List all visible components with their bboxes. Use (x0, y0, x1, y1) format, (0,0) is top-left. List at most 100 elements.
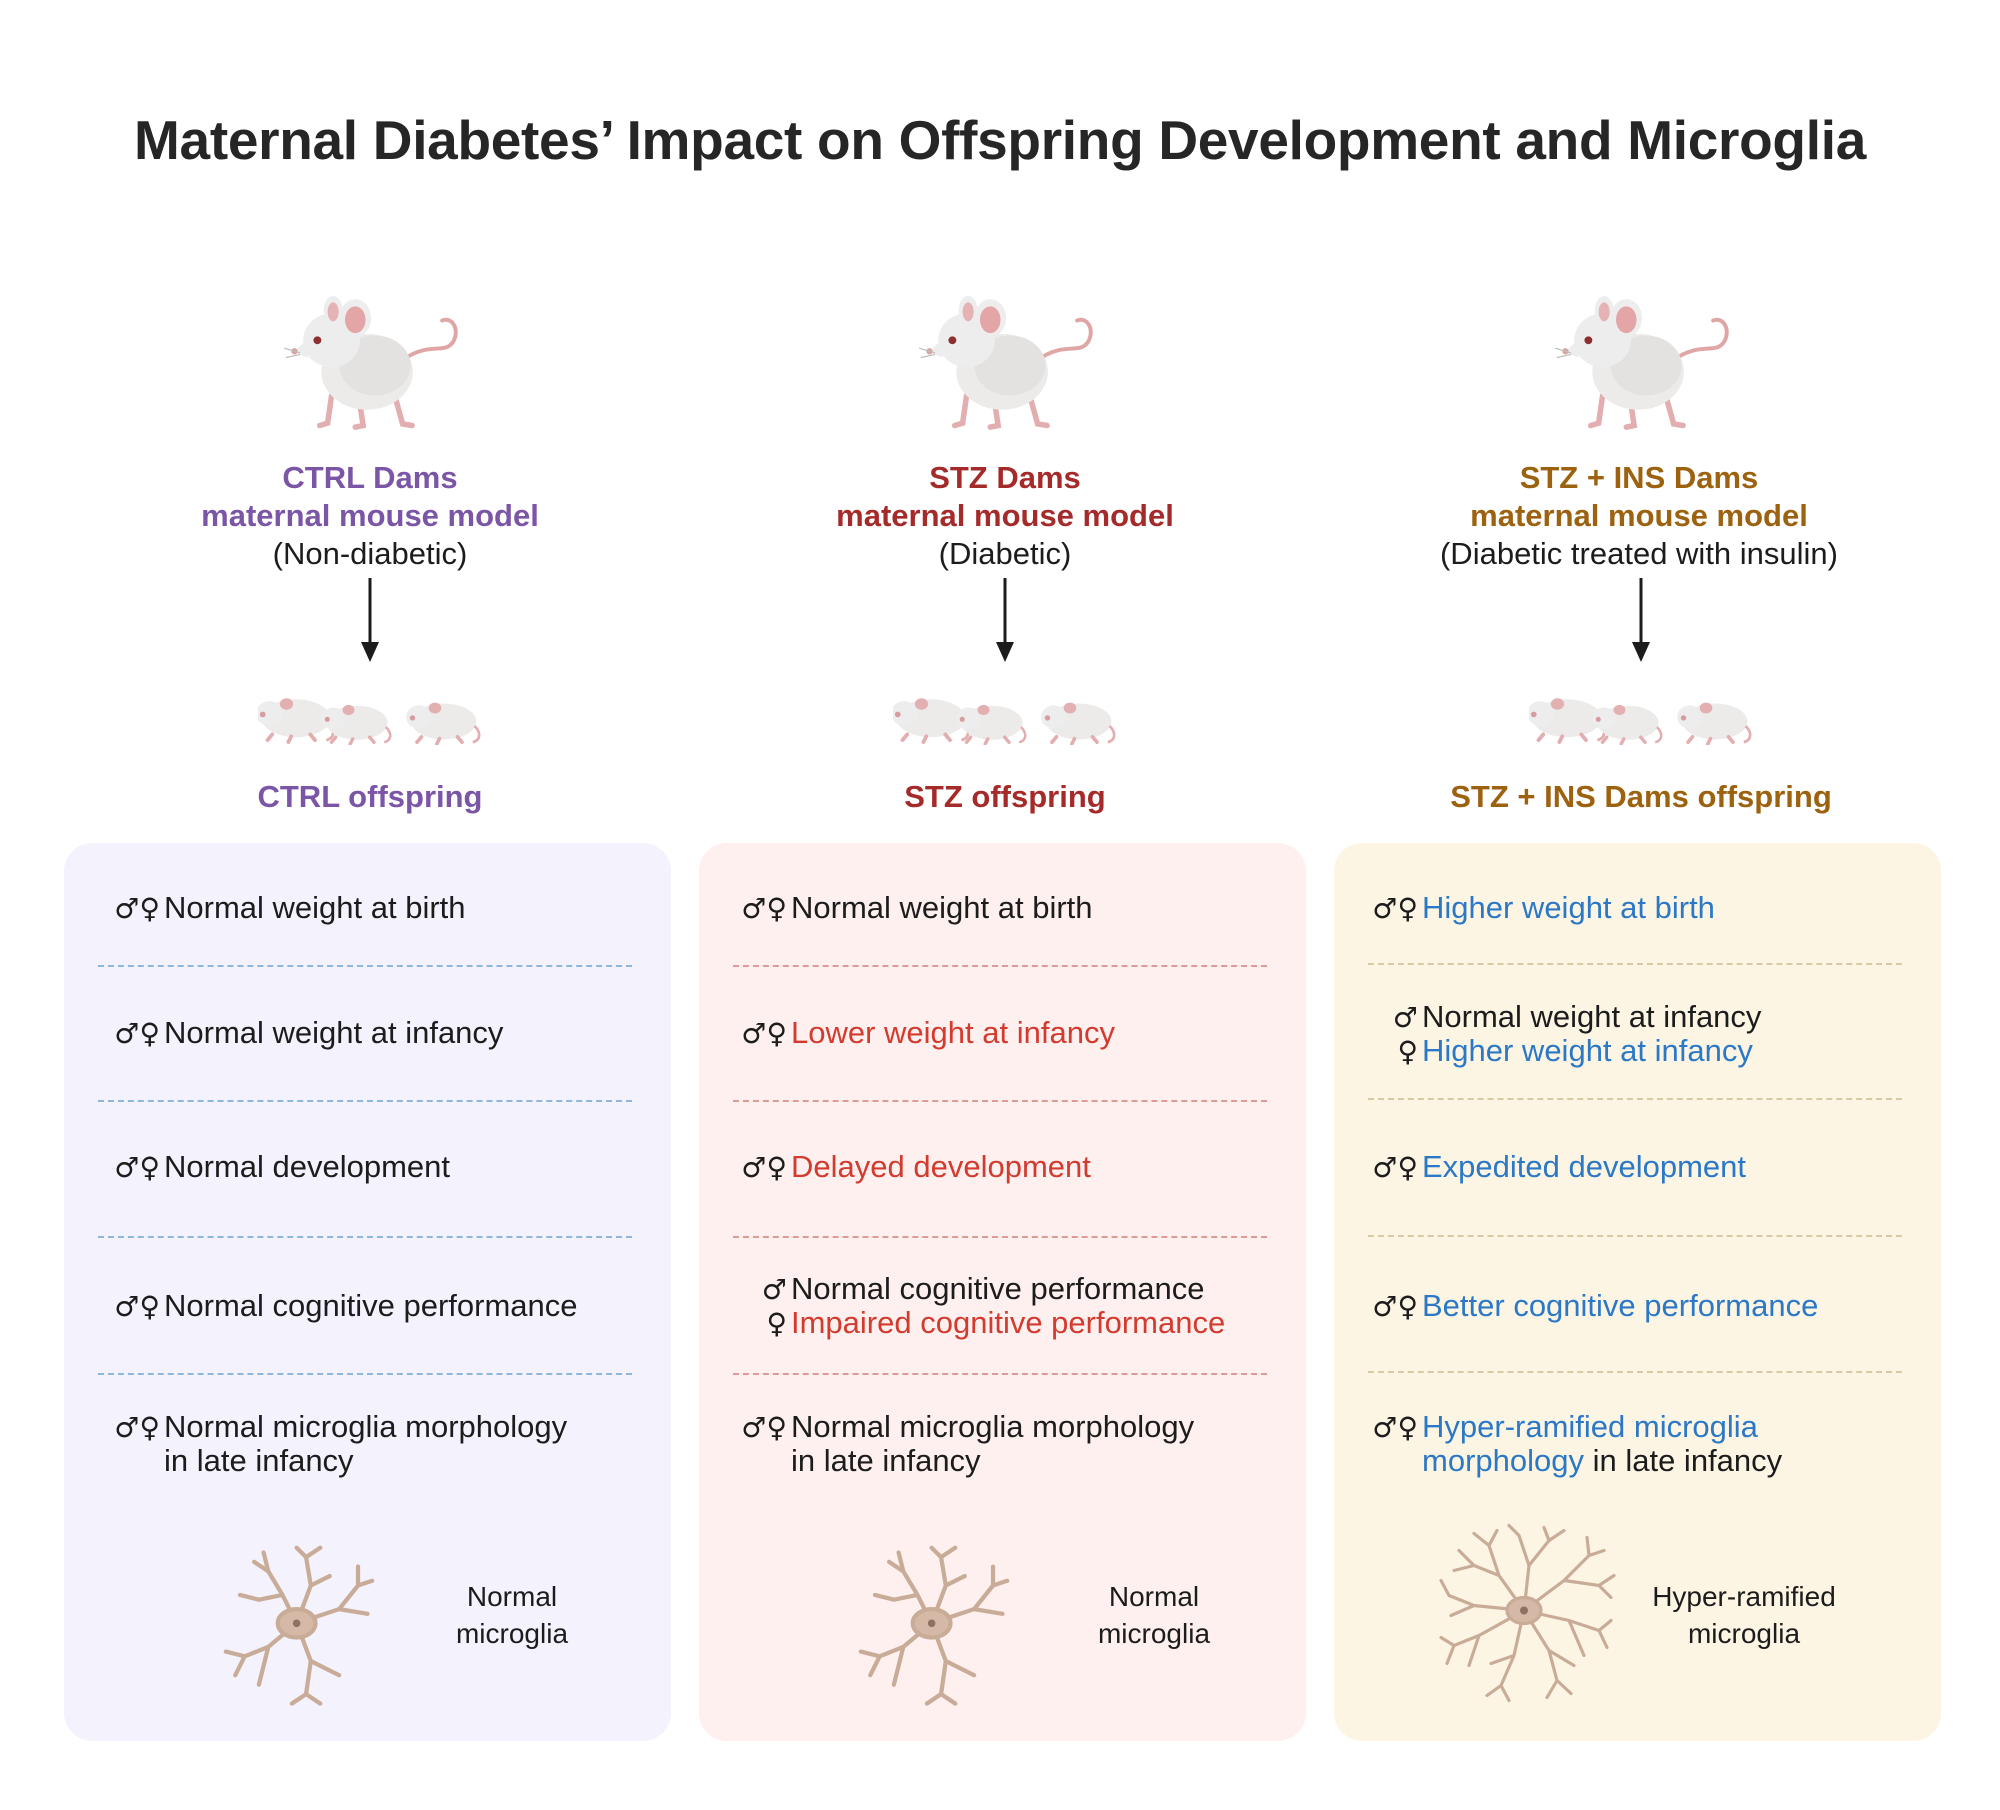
male-female-symbol: ♂♀ (1372, 1290, 1418, 1323)
microglia-icon (849, 1543, 1019, 1713)
male-female-symbol: ♂♀ (741, 1017, 787, 1050)
male-symbol: ♂ (1392, 1001, 1418, 1034)
ins-row2-male: Normal weight at infancy (1422, 999, 1762, 1034)
separator (98, 1100, 632, 1102)
stz-row-cognitive: ♂Normal cognitive performance ♀Impaired … (759, 1272, 1225, 1340)
separator (733, 1236, 1267, 1238)
male-female-symbol: ♂♀ (114, 1017, 160, 1050)
ctrl-row5-line2: in late infancy (164, 1443, 354, 1478)
adult-mouse-icon (260, 285, 490, 435)
stz-microglia-label: Normal microglia (1034, 1578, 1274, 1652)
male-female-symbol: ♂♀ (114, 1411, 160, 1444)
male-symbol: ♂ (761, 1273, 787, 1306)
ctrl-microglia-line2: microglia (455, 1618, 569, 1649)
ins-row3-text: Expedited development (1422, 1149, 1747, 1184)
ins-row2-female: Higher weight at infancy (1422, 1033, 1753, 1068)
ins-dam-title: STZ + INS Dams (1519, 460, 1759, 495)
pups-icon (893, 696, 1116, 745)
separator (733, 1100, 1267, 1102)
stz-row-birth: ♂♀Normal weight at birth (733, 891, 1092, 925)
adult-mouse-icon (895, 285, 1125, 435)
stz-row4-male: Normal cognitive performance (791, 1271, 1205, 1306)
ins-microglia-line2: microglia (1687, 1618, 1801, 1649)
microglia-icon (1439, 1523, 1616, 1703)
male-female-symbol: ♂♀ (1372, 1151, 1418, 1184)
ins-microglia-label: Hyper-ramified microglia (1624, 1578, 1864, 1652)
male-female-symbol: ♂♀ (741, 892, 787, 925)
ctrl-microglia-line1: Normal (466, 1581, 558, 1612)
female-symbol: ♀ (766, 1307, 787, 1340)
ctrl-dam-title: CTRL Dams (282, 460, 458, 495)
ctrl-row-birth: ♂♀Normal weight at birth (106, 890, 466, 925)
down-arrow-icon (361, 578, 379, 662)
ctrl-offspring-label: CTRL offspring (257, 779, 483, 814)
stz-microglia-line1: Normal (1108, 1581, 1200, 1612)
ctrl-row-development: ♂♀Normal development (106, 1150, 450, 1184)
stz-row3-text: Delayed development (791, 1149, 1091, 1184)
stz-panel: ♂♀Normal weight at birth ♂♀Lower weight … (699, 843, 1306, 1741)
ins-offspring-label: STZ + INS Dams offspring (1450, 779, 1832, 814)
ins-row1-text: Higher weight at birth (1422, 890, 1715, 925)
ctrl-panel: ♂♀Normal weight at birth ♂♀Normal weight… (64, 843, 671, 1741)
ctrl-row-cognitive: ♂♀Normal cognitive performance (106, 1288, 578, 1323)
ins-row-cognitive: ♂♀Better cognitive performance (1364, 1289, 1818, 1323)
ins-microglia-line1: Hyper-ramified (1652, 1581, 1836, 1612)
ctrl-row2-text: Normal weight at infancy (164, 1015, 504, 1050)
ctrl-row5-line1: Normal microglia morphology (164, 1409, 568, 1444)
stz-row5-line2: in late infancy (791, 1443, 981, 1478)
separator (733, 1373, 1267, 1375)
ins-dam-header: STZ + INS Dams maternal mouse model (Dia… (1359, 459, 1919, 573)
page-title: Maternal Diabetes’ Impact on Offspring D… (134, 109, 1866, 171)
separator (733, 965, 1267, 967)
ins-panel: ♂♀Higher weight at birth ♂Normal weight … (1334, 843, 1941, 1741)
pups-icon (1529, 696, 1752, 745)
stz-offspring-label: STZ offspring (904, 779, 1106, 814)
ctrl-dam-model: maternal mouse model (201, 498, 539, 533)
separator (98, 1373, 632, 1375)
microglia-icon (214, 1543, 384, 1713)
stz-row4-female: Impaired cognitive performance (791, 1305, 1226, 1340)
ins-row-birth: ♂♀Higher weight at birth (1364, 891, 1715, 925)
ctrl-row-infancy: ♂♀Normal weight at infancy (106, 1016, 503, 1050)
ins-row4-text: Better cognitive performance (1422, 1288, 1819, 1323)
stz-dam-model: maternal mouse model (836, 498, 1174, 533)
stz-dam-note: (Diabetic) (938, 536, 1072, 571)
down-arrow-icon (996, 578, 1014, 662)
ins-dam-model: maternal mouse model (1470, 498, 1808, 533)
male-female-symbol: ♂♀ (1372, 892, 1418, 925)
ins-row-infancy: ♂Normal weight at infancy ♀Higher weight… (1390, 999, 1762, 1068)
stz-row-development: ♂♀Delayed development (733, 1149, 1091, 1184)
male-female-symbol: ♂♀ (114, 892, 160, 925)
ins-dam-note: (Diabetic treated with insulin) (1439, 536, 1838, 571)
separator (1368, 1098, 1902, 1100)
stz-row5-line1: Normal microglia morphology (791, 1409, 1195, 1444)
separator (1368, 1371, 1902, 1373)
ctrl-row4-text: Normal cognitive performance (164, 1288, 578, 1323)
stz-microglia-line2: microglia (1097, 1618, 1211, 1649)
separator (98, 965, 632, 967)
pups-icon (258, 696, 481, 745)
ins-row5-line2-rest: in late infancy (1583, 1443, 1783, 1478)
separator (1368, 963, 1902, 965)
stz-dam-title: STZ Dams (929, 460, 1081, 495)
adult-mouse-icon (1531, 285, 1761, 435)
ctrl-dam-header: CTRL Dams maternal mouse model (Non-diab… (90, 459, 650, 573)
stz-dam-header: STZ Dams maternal mouse model (Diabetic) (725, 459, 1285, 573)
ctrl-row1-text: Normal weight at birth (164, 890, 466, 925)
ins-row-development: ♂♀Expedited development (1364, 1150, 1746, 1184)
ins-row5-line2-blue: morphology (1422, 1443, 1584, 1478)
female-symbol: ♀ (1397, 1035, 1418, 1068)
male-female-symbol: ♂♀ (1372, 1411, 1418, 1444)
ctrl-microglia-label: Normal microglia (392, 1578, 632, 1652)
stz-row-infancy: ♂♀Lower weight at infancy (733, 1016, 1115, 1050)
male-female-symbol: ♂♀ (114, 1290, 160, 1323)
ctrl-dam-note: (Non-diabetic) (272, 536, 468, 571)
down-arrow-icon (1632, 578, 1650, 662)
male-female-symbol: ♂♀ (114, 1151, 160, 1184)
stz-row2-text: Lower weight at infancy (791, 1015, 1115, 1050)
male-female-symbol: ♂♀ (741, 1411, 787, 1444)
separator (98, 1236, 632, 1238)
